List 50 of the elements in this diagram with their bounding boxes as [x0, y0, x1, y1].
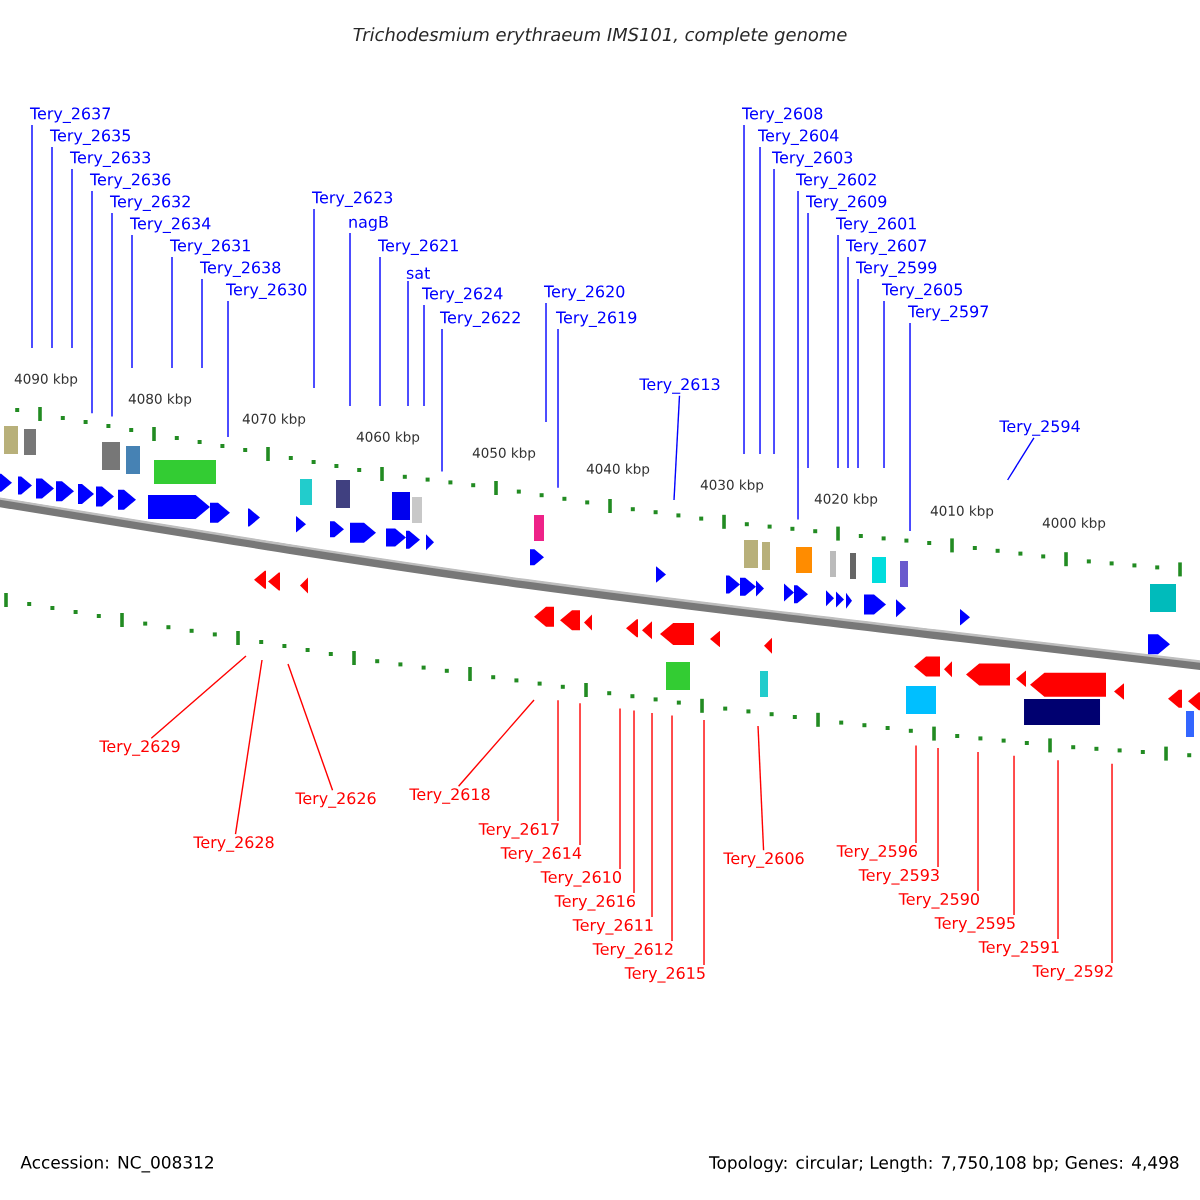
leader-line	[234, 659, 263, 835]
leader-line	[837, 234, 839, 469]
leader-line	[703, 719, 705, 966]
leader-line	[909, 322, 911, 532]
title: Trichodesmium erythraeum IMS101, complete genome	[353, 27, 847, 45]
leader-line	[111, 212, 113, 418]
leader-line	[227, 300, 229, 438]
leader-line	[557, 328, 559, 489]
leader-line	[201, 278, 203, 369]
leader-line	[457, 699, 535, 787]
leader-line	[807, 212, 809, 469]
leader-line	[1111, 763, 1113, 964]
leader-line	[1057, 759, 1059, 940]
leader-line	[671, 714, 673, 942]
leader-line	[915, 744, 917, 844]
leader-line	[557, 699, 559, 822]
leader-line	[743, 124, 745, 455]
leader-line	[407, 280, 409, 407]
leader-line	[759, 146, 761, 455]
leader-line	[847, 256, 849, 469]
leader-line	[1013, 755, 1015, 916]
leader-line	[31, 124, 33, 349]
leader-line	[313, 208, 315, 389]
leader-line	[349, 232, 351, 407]
leader-line	[423, 304, 425, 407]
leader-line	[131, 234, 133, 369]
leader-line	[977, 751, 979, 892]
leader-line	[379, 256, 381, 407]
leader-line	[651, 712, 653, 918]
leader-line	[51, 146, 53, 349]
leader-line	[441, 328, 443, 473]
leader-line	[150, 655, 247, 739]
leader-line	[1006, 437, 1035, 481]
leader-line	[797, 190, 799, 521]
leader-line	[287, 663, 334, 791]
leader-line	[619, 707, 621, 870]
leader-line	[773, 168, 775, 455]
leader-line	[171, 256, 173, 369]
leader-line	[633, 709, 635, 894]
leader-line	[545, 302, 547, 423]
leader-line	[91, 190, 93, 414]
leader-line	[883, 300, 885, 469]
leader-line	[757, 725, 765, 851]
leader-line	[673, 395, 681, 501]
leader-line	[579, 702, 581, 846]
leader-line	[71, 168, 73, 349]
leader-line	[937, 747, 939, 868]
footer-text: Accession: NC_008312	[20, 1155, 213, 1173]
footer-text: Topology: circular; Length: 7,750,108 bp; Genes: 4,498	[708, 1155, 1179, 1173]
leader-line	[857, 278, 859, 469]
